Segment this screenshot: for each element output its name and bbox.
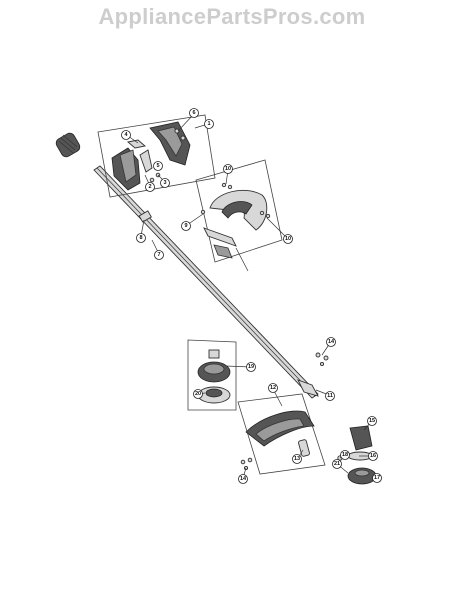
callout-20: 20	[193, 389, 203, 399]
svg-text:20: 20	[195, 391, 201, 397]
svg-text:10: 10	[225, 166, 231, 172]
svg-text:17: 17	[374, 475, 380, 481]
callout-6: 6	[189, 108, 199, 118]
svg-text:5: 5	[156, 163, 159, 169]
callout-8: 8	[136, 233, 146, 243]
svg-text:3: 3	[163, 180, 166, 186]
callout-17: 17	[372, 473, 382, 483]
svg-text:13: 13	[294, 456, 300, 462]
callout-14a: 14	[326, 337, 336, 347]
handle-assembly	[97, 114, 216, 198]
svg-text:4: 4	[124, 132, 128, 138]
svg-text:10: 10	[285, 236, 291, 242]
callout-14b: 14	[238, 474, 248, 484]
svg-text:14: 14	[240, 476, 247, 482]
spool-assembly	[187, 339, 237, 411]
leader-lines	[127, 113, 377, 479]
svg-text:9: 9	[184, 223, 187, 229]
watermark-text: AppliancePartsPros.com	[98, 4, 366, 29]
svg-text:11: 11	[327, 393, 333, 399]
guard-assembly	[237, 393, 326, 475]
svg-text:21: 21	[334, 461, 340, 467]
callout-21: 21	[332, 459, 342, 469]
callout-18: 18	[340, 450, 350, 460]
svg-text:12: 12	[270, 385, 276, 391]
callout-5: 5	[153, 161, 163, 171]
svg-text:15: 15	[369, 418, 375, 424]
aux-handle-assembly	[195, 159, 283, 263]
svg-text:14: 14	[328, 339, 335, 345]
callout-13: 13	[292, 454, 302, 464]
shaft-coupler	[297, 352, 329, 397]
foam-grip	[55, 132, 81, 158]
callout-4: 4	[121, 130, 131, 140]
svg-text:16: 16	[370, 453, 376, 459]
main-shaft	[93, 165, 319, 399]
callout-19: 19	[246, 362, 256, 372]
svg-text:19: 19	[248, 364, 254, 370]
callout-15: 15	[367, 416, 377, 426]
callout-16: 16	[368, 451, 378, 461]
callout-7: 7	[154, 250, 164, 260]
callout-10a: 10	[223, 164, 233, 174]
svg-text:7: 7	[157, 252, 160, 258]
svg-text:8: 8	[139, 235, 142, 241]
callout-10b: 10	[283, 234, 293, 244]
svg-text:2: 2	[148, 184, 151, 190]
callout-2: 2	[145, 182, 155, 192]
callout-12: 12	[268, 383, 278, 393]
svg-text:6: 6	[192, 110, 195, 116]
callout-9: 9	[181, 221, 191, 231]
callout-11: 11	[325, 391, 335, 401]
callout-1: 1	[204, 119, 214, 129]
callout-3: 3	[160, 178, 170, 188]
loose-screws	[240, 457, 253, 471]
svg-text:18: 18	[342, 452, 348, 458]
gear-head	[337, 425, 377, 485]
svg-text:1: 1	[207, 121, 210, 127]
shaft-clamp	[138, 210, 152, 223]
